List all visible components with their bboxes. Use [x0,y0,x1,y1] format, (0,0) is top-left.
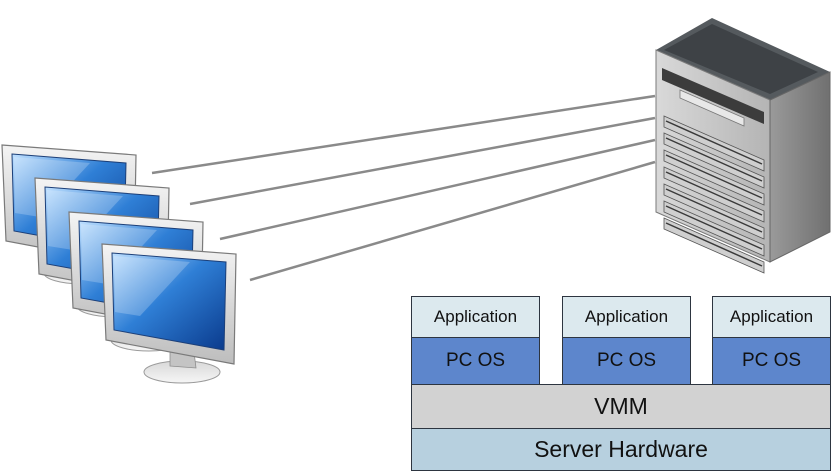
connection-line [249,160,656,282]
vm-1-os-box: PC OS [411,337,540,385]
vmm-layer: VMM [411,384,831,429]
connection-line [151,94,656,175]
vm-3-application-box: Application [712,296,831,338]
connection-line [219,138,656,241]
client-computers [1,144,237,384]
vm-2-application-box: Application [562,296,691,338]
vm-1-application-box: Application [411,296,540,338]
connection-line [189,116,656,206]
vm-2-os-box: PC OS [562,337,691,385]
vm-3-os-box: PC OS [712,337,831,385]
connection-lines [151,94,656,282]
server-rack-icon [655,18,831,274]
desktop-monitor-icon [101,243,237,384]
server-hardware-layer: Server Hardware [411,428,831,471]
